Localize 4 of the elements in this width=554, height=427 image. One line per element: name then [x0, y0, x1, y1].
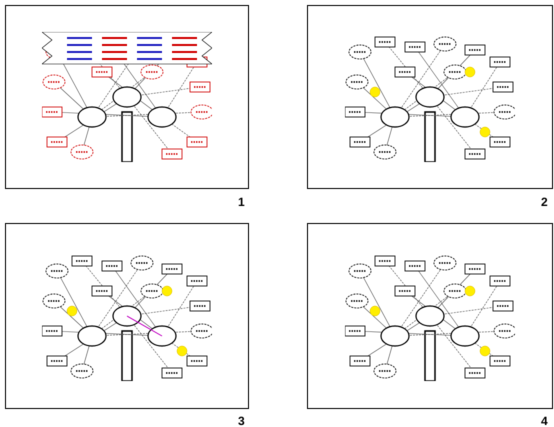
slide-number: 1: [238, 195, 245, 209]
slide-number: 3: [238, 414, 245, 427]
slide-number: 2: [541, 195, 548, 209]
slide-number: 4: [541, 414, 548, 427]
